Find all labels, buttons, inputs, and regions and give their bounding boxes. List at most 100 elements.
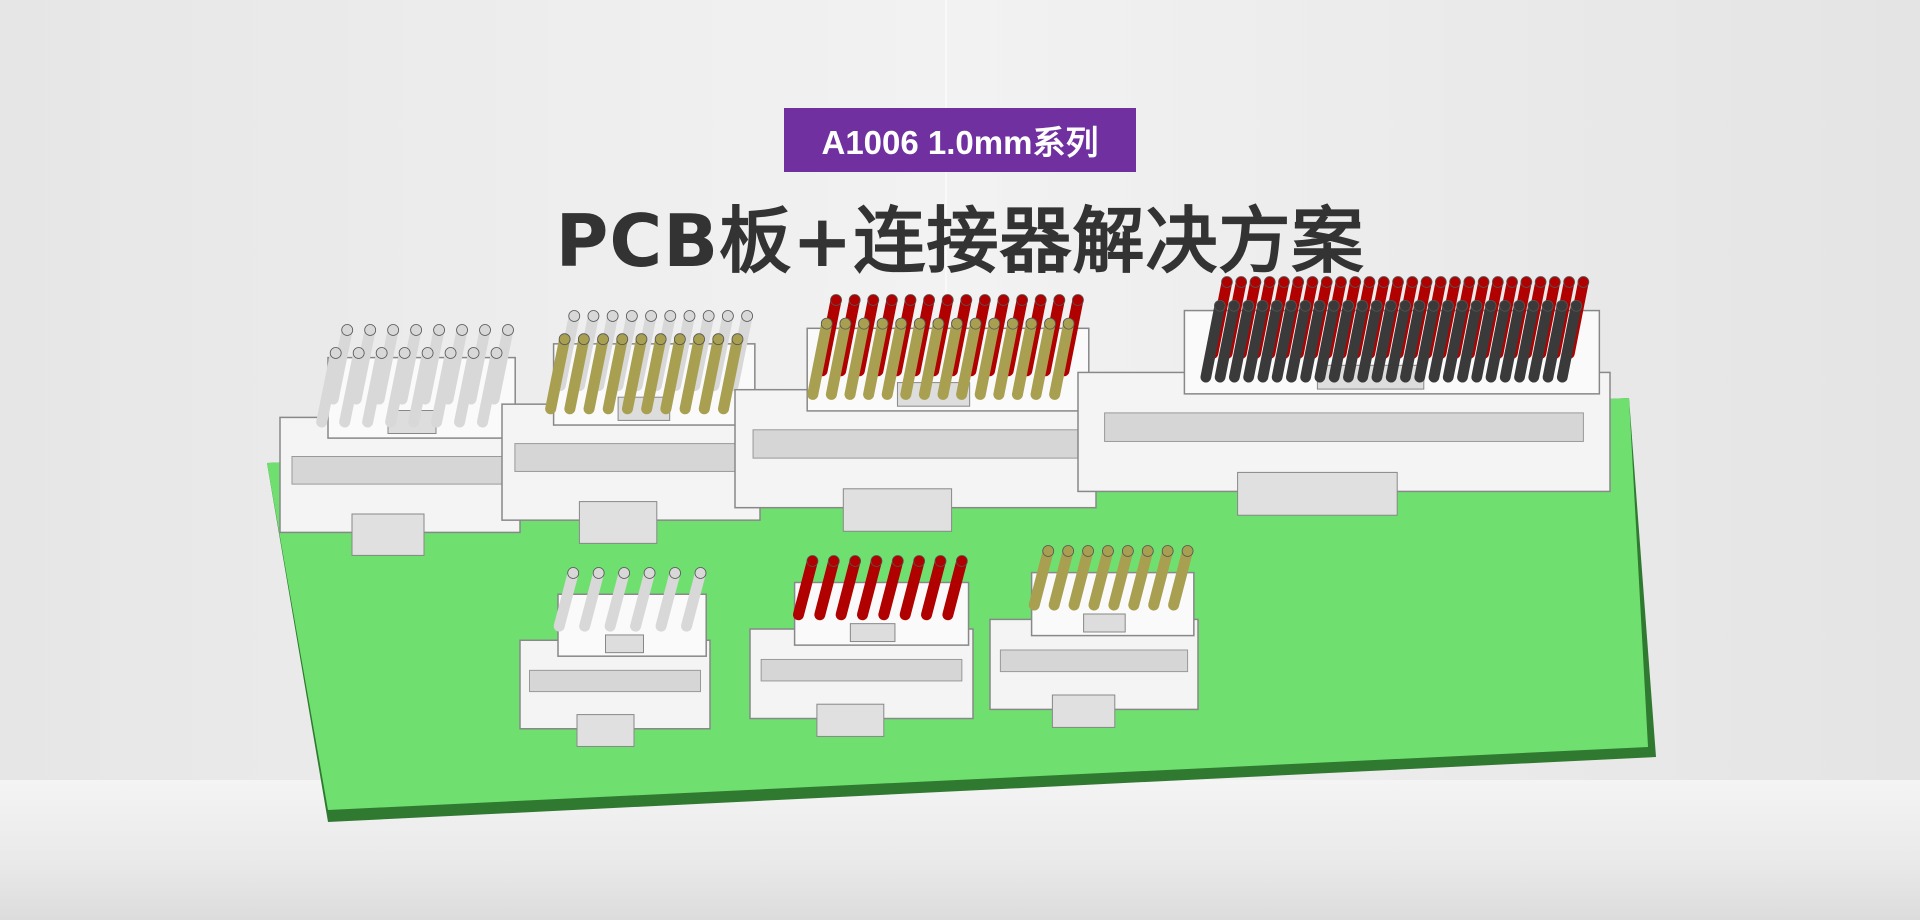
pin-tip [1541, 299, 1554, 312]
pin-tip [876, 317, 889, 330]
pin-tip [410, 324, 423, 336]
connector-latch [849, 623, 896, 643]
pin [1300, 300, 1325, 383]
pin-tip [885, 294, 898, 306]
pin-tip [1556, 299, 1568, 312]
pin [316, 347, 342, 428]
pin-tip [934, 555, 947, 567]
pin-tip [1044, 317, 1056, 330]
pin-tip [1034, 294, 1047, 306]
pin-tip [839, 317, 852, 330]
pin-tip [721, 310, 734, 322]
pin [1068, 545, 1094, 611]
pin-tip [1427, 299, 1440, 312]
pin-tip [1342, 299, 1354, 312]
pin [1471, 300, 1497, 383]
pin [604, 567, 630, 632]
pin [1030, 318, 1056, 400]
pin-tip [456, 324, 468, 336]
pin-tip [1549, 276, 1561, 288]
pin-tip [1477, 276, 1490, 288]
pin [655, 567, 681, 632]
pin-tip [1570, 299, 1583, 312]
pin [431, 347, 457, 428]
pin [1371, 300, 1397, 383]
pin-tip [654, 333, 667, 346]
pin-tip [467, 347, 480, 359]
pin [899, 555, 925, 621]
pin [327, 324, 353, 405]
connector-latch [842, 488, 953, 532]
pin-tip [904, 294, 917, 306]
pin-tip [502, 324, 514, 336]
pin-tip [1285, 299, 1297, 312]
pin [1556, 300, 1582, 383]
connector-latch [605, 634, 644, 654]
pin-tip [1181, 545, 1194, 557]
pin-tip [587, 310, 600, 322]
pin-tip [645, 310, 657, 322]
pin-tip [1214, 299, 1226, 312]
pin [477, 347, 503, 428]
pin-tip [387, 324, 400, 336]
connector [519, 567, 711, 747]
connector-latch [1237, 471, 1398, 516]
pin-tip [1161, 545, 1174, 557]
connector-slot [1104, 412, 1584, 442]
pin-tip [669, 567, 681, 579]
pin-tip [1527, 299, 1540, 312]
connector [749, 555, 974, 737]
pin-tip [1492, 276, 1504, 288]
pin-tip [1306, 276, 1319, 288]
pin-tip [1025, 317, 1038, 330]
pin-tip [1072, 294, 1084, 306]
pin [1088, 545, 1114, 611]
pin-tip [741, 310, 753, 322]
pin-tip [913, 317, 926, 330]
pin [583, 333, 609, 415]
pin-tip [830, 294, 842, 306]
pin [1514, 300, 1539, 383]
pin-tip [1385, 299, 1397, 312]
pin-tip [597, 333, 609, 346]
pin-tip [858, 317, 870, 330]
pin-tip [694, 567, 707, 579]
pin-tip [1313, 299, 1326, 312]
connector-latch [896, 382, 971, 407]
pin [1343, 300, 1368, 383]
pin-tip [683, 310, 696, 322]
pin-tip [1563, 276, 1575, 288]
pin-tip [364, 324, 377, 336]
pin-tip [1534, 276, 1547, 288]
pin-tip [1463, 276, 1476, 288]
pin [942, 555, 968, 621]
connector-latch [576, 714, 635, 747]
pin [1028, 545, 1054, 611]
pin [339, 347, 365, 428]
pin-tip [867, 294, 880, 306]
pin-tip [1420, 276, 1433, 288]
pin [856, 555, 882, 621]
connector-slot [529, 669, 701, 693]
pin-tip [1370, 299, 1383, 312]
pin-tip [1399, 299, 1411, 312]
pin [881, 318, 907, 400]
connector [501, 310, 761, 544]
page-title: PCB板+连接器解决方案 [555, 199, 1365, 283]
pin-tip [1062, 317, 1075, 330]
connector-slot [752, 429, 1079, 459]
series-badge: A1006 1.0mm系列 [784, 108, 1136, 172]
pin-tip [568, 310, 581, 322]
pin-tip [1263, 276, 1276, 288]
pin [825, 318, 851, 400]
pin [698, 333, 724, 415]
pin [362, 347, 388, 428]
connector-latch [1051, 694, 1116, 728]
pin-tip [592, 567, 605, 579]
pin-tip [625, 310, 638, 322]
pin-tip [960, 294, 973, 306]
pin-tip [997, 294, 1010, 306]
pin-tip [1577, 276, 1590, 288]
pin [1243, 300, 1268, 383]
pin [918, 318, 944, 400]
